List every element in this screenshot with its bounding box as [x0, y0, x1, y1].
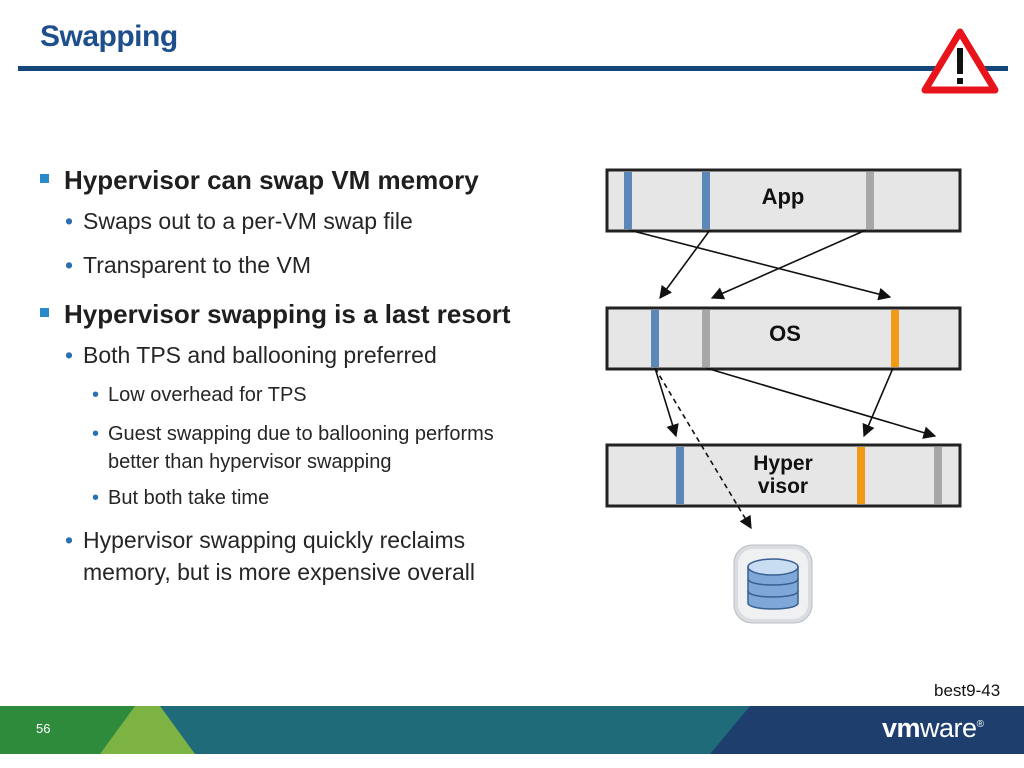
vmware-logo: vmware® [882, 713, 984, 744]
page-number: 56 [36, 721, 51, 736]
os-layer-label: OS [769, 321, 801, 346]
arrow-app-to-os-blue [659, 229, 711, 300]
app-page-blue-1 [624, 172, 632, 229]
slide-title: Swapping [40, 20, 178, 53]
hypervisor-page-orange [857, 447, 865, 504]
bullet-2-1-2-continued: better than hypervisor swapping [108, 451, 392, 473]
bullet-2: Hypervisor swapping is a last resort [40, 299, 511, 329]
app-page-gray [866, 172, 874, 229]
app-page-blue-2 [702, 172, 710, 229]
mapping-arrows [628, 229, 937, 530]
logo-registered-mark: ® [976, 719, 984, 730]
arrow-os-to-hv-blue [654, 367, 679, 438]
database-icon [733, 544, 813, 624]
app-layer-label: App [762, 184, 805, 209]
hypervisor-page-gray [934, 447, 942, 504]
os-page-orange [891, 310, 899, 367]
bullet-1-1: Swaps out to a per-VM swap file [65, 208, 413, 235]
os-layer: OS [605, 306, 962, 371]
bullet-2-1-1: Low overhead for TPS [92, 384, 307, 407]
footer-band [0, 706, 1024, 754]
arrow-os-to-hv-orange [862, 367, 894, 438]
hypervisor-label-line-1: Hyper [753, 452, 813, 475]
app-layer: App [605, 168, 962, 233]
hypervisor-label-line-2: visor [758, 475, 808, 498]
os-page-gray [702, 310, 710, 367]
bullet-2-1-2: Guest swapping due to ballooning perform… [92, 423, 494, 446]
arrow-app-to-os-orange [628, 229, 892, 301]
warning-triangle-icon [921, 28, 999, 94]
hypervisor-page-blue [676, 447, 684, 504]
bullet-1-2: Transparent to the VM [65, 252, 311, 279]
arrow-app-to-os-gray [710, 229, 867, 300]
bullet-1: Hypervisor can swap VM memory [40, 165, 479, 195]
arrow-swap-to-disk [654, 367, 752, 530]
bullet-list: Hypervisor can swap VM memory Swaps out … [0, 0, 600, 600]
bullet-2-2-continued: memory, but is more expensive overall [83, 559, 475, 585]
logo-vm: vm [882, 713, 921, 743]
bullet-2-1-3: But both take time [92, 487, 269, 510]
title-underline [18, 66, 1008, 71]
os-page-blue [651, 310, 659, 367]
slide-id: best9-43 [934, 681, 1001, 700]
logo-ware: ware [920, 713, 977, 743]
hypervisor-layer: Hyper visor [605, 443, 962, 508]
bullet-2-2: Hypervisor swapping quickly reclaims [65, 527, 465, 554]
arrow-os-to-hv-gray [705, 367, 937, 439]
bullet-2-1: Both TPS and ballooning preferred [65, 342, 437, 369]
